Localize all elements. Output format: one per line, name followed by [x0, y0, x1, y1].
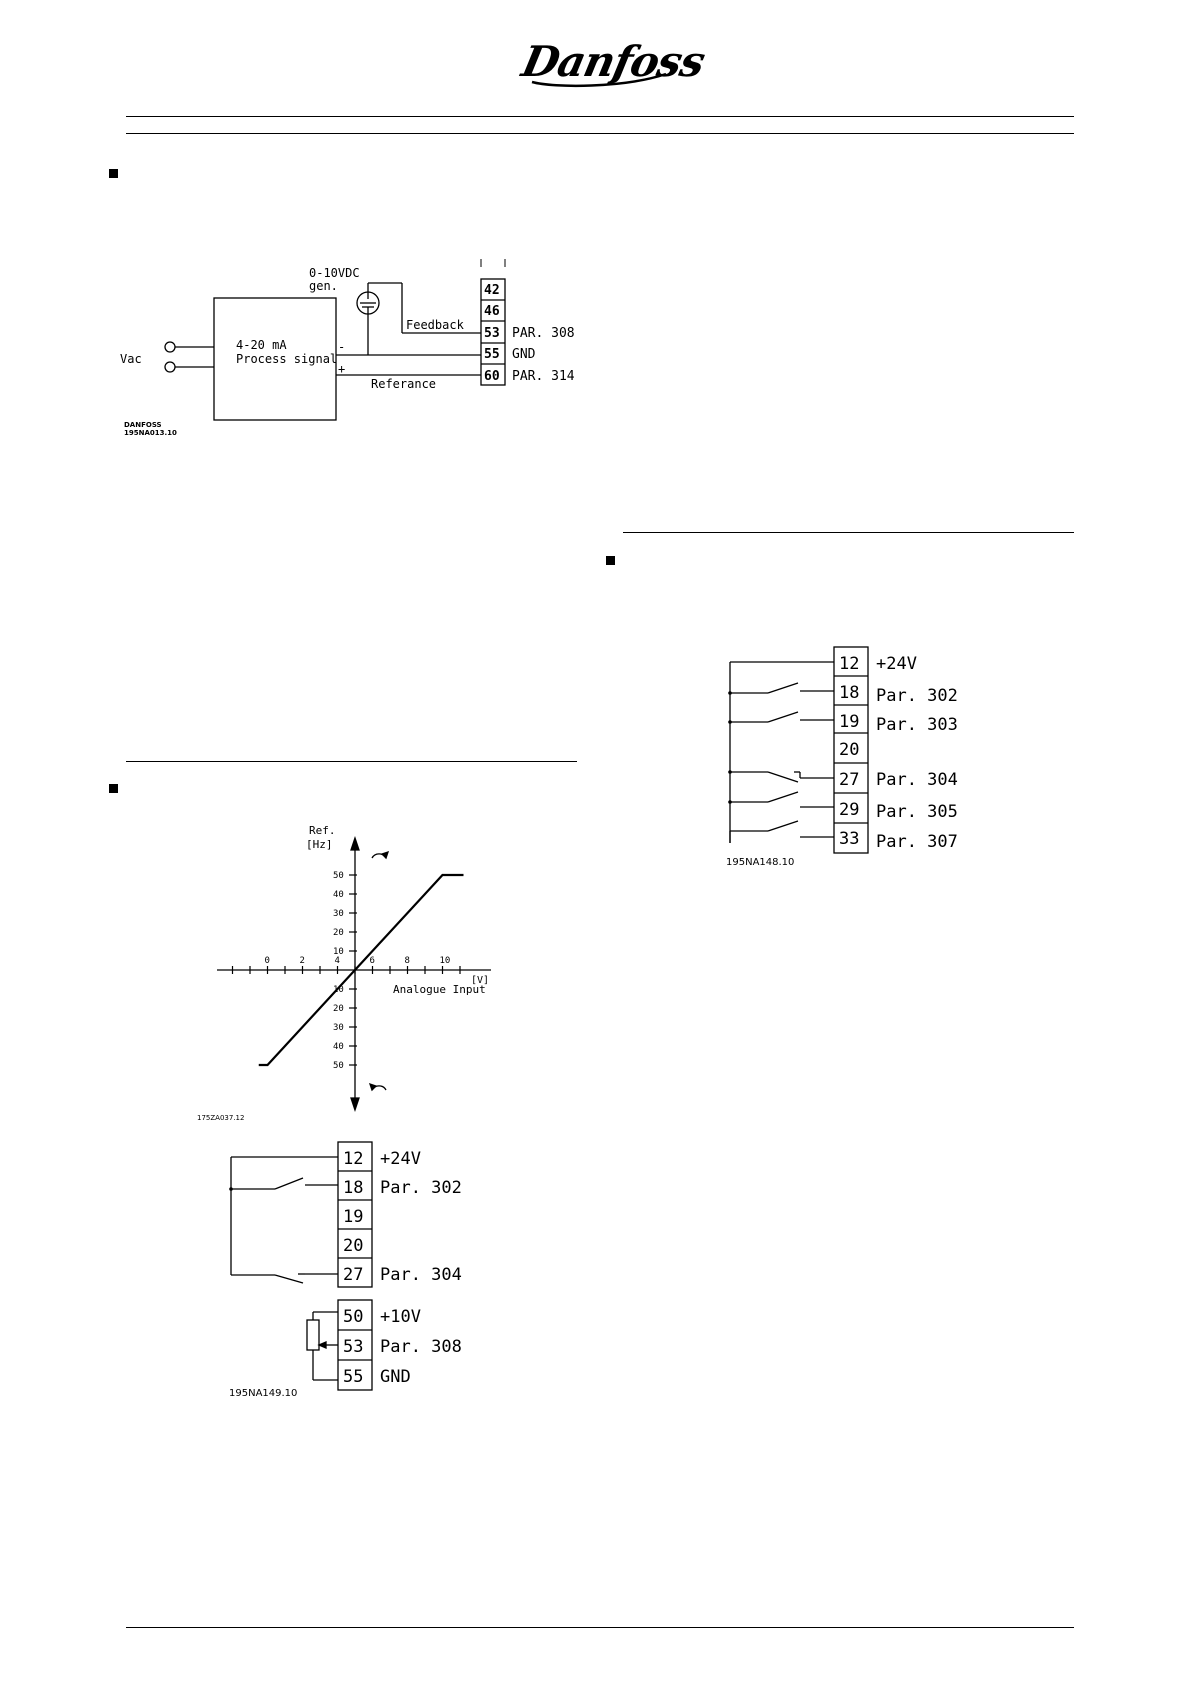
terminal-number: 20: [839, 740, 859, 760]
y-tick-label: 20: [333, 1004, 344, 1014]
terminal-label: Par. 307: [876, 832, 958, 852]
terminal-number: 46: [484, 304, 500, 319]
x-tick-label: 8: [405, 956, 410, 966]
vac-terminal-2: [164, 361, 176, 373]
wiring-b-code: 195NA148.10: [726, 857, 794, 868]
process-signal-diagram: 0-10VDC gen. Vac 4-20 mA Process signal …: [120, 259, 575, 437]
switch-18: [274, 1177, 304, 1190]
terminal-number: 12: [839, 654, 859, 674]
reference-chart: 0 2 4 6 8 10 10 20 30 40 50 10 20 30 40 50 Ref. [Hz] An…: [197, 824, 491, 1122]
terminal-number: 19: [839, 712, 859, 732]
footer-rule: [126, 1627, 1074, 1628]
terminal-number: 53: [343, 1337, 363, 1357]
feedback-label: Feedback: [406, 318, 465, 332]
chart-ylabel-line1: Ref.: [309, 824, 336, 837]
terminal-label: Par. 302: [380, 1178, 462, 1198]
terminal-number: 12: [343, 1149, 363, 1169]
y-axis-arrow-up: [350, 835, 360, 851]
y-tick-label: 20: [333, 928, 344, 938]
chart-ylabel-line2: [Hz]: [306, 838, 333, 851]
reference-label: Referance: [371, 377, 436, 391]
y-tick-label: 30: [333, 1023, 344, 1033]
code-line2: 195NA013.10: [124, 429, 177, 437]
terminal-label: Par. 308: [380, 1337, 462, 1357]
minus-sign: -: [338, 340, 345, 354]
switch-19: [767, 711, 799, 723]
terminal-number: 29: [839, 800, 859, 820]
brand-name: Danfoss: [517, 37, 710, 86]
y-tick-label: 10: [333, 985, 344, 995]
wiring-a-code: 195NA149.10: [229, 1388, 297, 1399]
generator-label-2: gen.: [309, 279, 338, 293]
x-tick-label: 10: [440, 956, 451, 966]
vac-label: Vac: [120, 352, 142, 366]
header-rule-bottom: [126, 133, 1074, 134]
terminal-number: 33: [839, 829, 859, 849]
terminal-number: 60: [484, 369, 500, 384]
switch-27: [767, 771, 799, 783]
section-bullet: [606, 556, 615, 565]
terminal-label: Par. 305: [876, 802, 958, 822]
section-divider-right: [623, 532, 1074, 533]
y-tick-label: 50: [333, 871, 344, 881]
terminal-number: 19: [343, 1207, 363, 1227]
code-line1: DANFOSS: [124, 421, 162, 429]
terminal-label: PAR. 314: [512, 369, 575, 384]
section-bullet: [109, 169, 118, 178]
terminal-label: Par. 303: [876, 715, 958, 735]
x-tick-label: 0: [265, 956, 270, 966]
terminal-number: 42: [484, 283, 500, 298]
chart-code: 175ZA037.12: [197, 1114, 244, 1122]
chart-xunit: [V]: [471, 975, 489, 986]
terminal-label: PAR. 308: [512, 326, 575, 341]
x-tick-label: 2: [300, 956, 305, 966]
wiring-diagram-a: 12 18 19 20 27 +24V Par. 302 Par. 304 50…: [229, 1141, 462, 1399]
terminal-number: 18: [343, 1178, 363, 1198]
switch-33: [767, 820, 799, 832]
terminal-number: 27: [839, 770, 859, 790]
process-signal-box: [213, 297, 337, 421]
process-box-line1: 4-20 mA: [236, 338, 287, 352]
terminal-label: Par. 304: [876, 770, 958, 790]
switch-29: [767, 791, 799, 803]
terminal-number: 55: [343, 1367, 363, 1387]
switch-18: [767, 682, 799, 694]
terminal-number: 27: [343, 1265, 363, 1285]
switch-27: [274, 1274, 304, 1284]
terminal-number: 55: [484, 347, 500, 362]
chart-xlabel: Analogue Input: [393, 983, 486, 996]
terminal-number: 50: [343, 1307, 363, 1327]
terminal-label: +24V: [380, 1149, 421, 1169]
y-tick-label: 40: [333, 890, 344, 900]
header-rule-top: [126, 116, 1074, 117]
x-tick-label: 6: [370, 956, 375, 966]
y-tick-label: 30: [333, 909, 344, 919]
process-box-line2: Process signal: [236, 352, 337, 366]
danfoss-logo-graphic: Danfoss: [517, 37, 710, 88]
section-divider-left: [126, 761, 577, 762]
terminal-label: GND: [512, 347, 536, 362]
terminal-number: 18: [839, 683, 859, 703]
vac-terminal-1: [164, 341, 176, 353]
y-tick-label: 40: [333, 1042, 344, 1052]
generator-label: 0-10VDC: [309, 266, 360, 280]
terminal-label: Par. 304: [380, 1265, 462, 1285]
section-bullet: [109, 784, 118, 793]
series-line: [258, 873, 464, 1067]
y-tick-label: 10: [333, 947, 344, 957]
wiring-diagram-b: 12 18 19 20 27 29 33 +24V Par. 302 Par. …: [726, 646, 958, 868]
terminal-label: GND: [380, 1367, 411, 1387]
x-tick-label: 4: [335, 956, 340, 966]
y-axis-arrow-down: [350, 1097, 360, 1113]
y-tick-label: 50: [333, 1061, 344, 1071]
plus-sign: +: [338, 362, 345, 376]
terminal-label: +10V: [380, 1307, 421, 1327]
potentiometer: [306, 1319, 320, 1351]
terminal-label: +24V: [876, 654, 917, 674]
terminal-label: Par. 302: [876, 686, 958, 706]
terminal-number: 20: [343, 1236, 363, 1256]
danfoss-logo: Danfoss: [517, 37, 710, 94]
terminal-number: 53: [484, 326, 500, 341]
